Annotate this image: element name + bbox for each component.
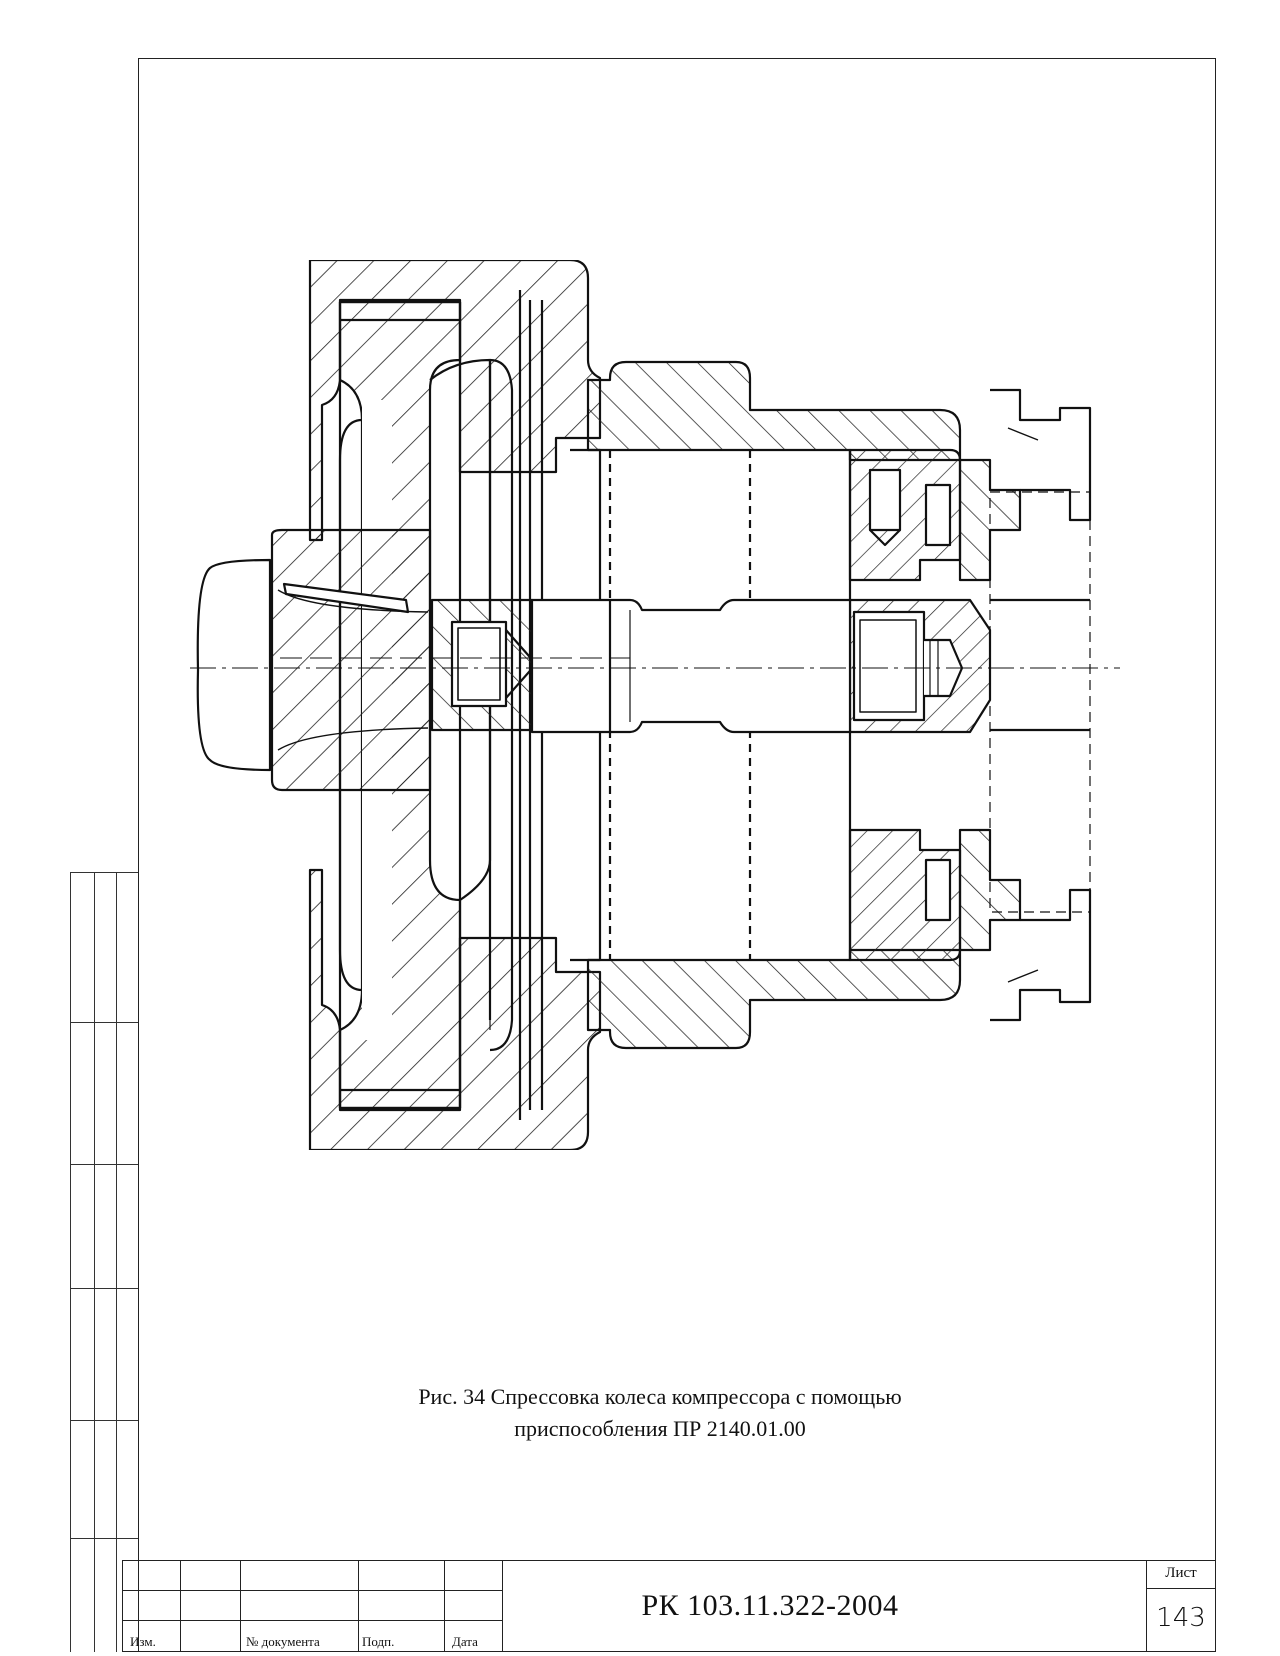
sheet-number: 143 xyxy=(1156,1603,1206,1633)
column-change-label: Изм. xyxy=(130,1634,156,1649)
document-code: РК 103.11.322-2004 xyxy=(641,1589,899,1622)
column-signature-label: Подп. xyxy=(362,1634,395,1649)
coupling xyxy=(958,388,1092,1022)
title-block: Изм. № документа Подп. Дата xyxy=(122,1560,1216,1652)
sleeve xyxy=(570,360,962,1050)
technical-drawing xyxy=(190,260,1120,1150)
figure-caption-line-1: Рис. 34 Спрессовка колеса компрессора с … xyxy=(418,1384,902,1409)
hub-section xyxy=(196,528,538,792)
column-doc-number-label: № документа xyxy=(246,1634,320,1649)
right-insert xyxy=(848,448,992,962)
figure-caption-line-2: приспособления ПР 2140.01.00 xyxy=(514,1416,806,1441)
column-date-label: Дата xyxy=(452,1634,478,1649)
puller-body xyxy=(308,260,602,1150)
side-stamp-strip xyxy=(70,872,138,1652)
shaft xyxy=(530,598,852,734)
sheet-label: Лист xyxy=(1165,1565,1197,1581)
